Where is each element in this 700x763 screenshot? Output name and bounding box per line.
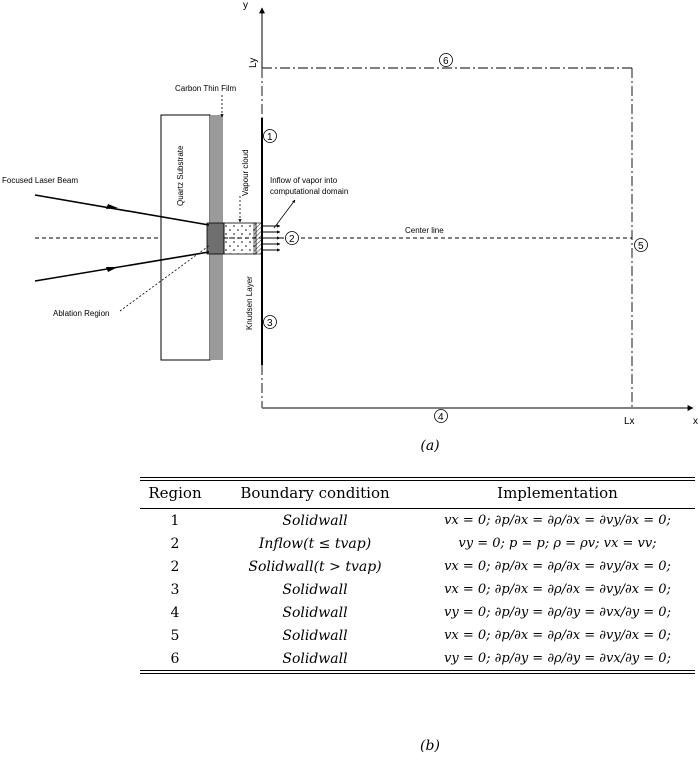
region-number: 2 [289, 234, 295, 245]
header-implementation: Implementation [420, 481, 695, 509]
region-marker-3: 3 [263, 315, 277, 329]
inflow-label-1: Inflow of vapor into [270, 176, 338, 185]
center-line-label: Center line [405, 226, 444, 235]
laser-arrow-lower [106, 267, 118, 272]
row-implementation: vy = 0; p = p; ρ = ρv; vx = vv; [458, 535, 657, 551]
ablation-pointer [119, 244, 211, 312]
row-region: 2 [170, 558, 180, 575]
row-implementation: vx = 0; ∂p/∂x = ∂ρ/∂x = ∂vy/∂x = 0; [444, 581, 671, 597]
ablation-label: Ablation Region [53, 309, 109, 318]
header-boundary-condition: Boundary condition [210, 481, 420, 509]
vapour-cloud [223, 222, 257, 255]
region-number: 6 [443, 56, 449, 67]
x-axis-label: x [693, 416, 698, 427]
row-implementation: vx = 0; ∂p/∂x = ∂ρ/∂x = ∂vy/∂x = 0; [444, 512, 671, 528]
row-condition: Inflow(t ≤ tvap) [258, 535, 372, 552]
computational-domain-diagram: y x Ly Lx Center line Quartz Substrate C… [2, 0, 698, 427]
laser-beam-lower [34, 251, 210, 282]
region-number: 3 [267, 318, 273, 329]
region-number: 4 [438, 412, 444, 423]
table-row: 4 Solidwall vy = 0; ∂p/∂y = ∂ρ/∂y = ∂vx/… [140, 601, 695, 624]
row-condition: Solidwall [282, 627, 348, 644]
vapour-cloud-label: Vapour cloud [241, 149, 250, 196]
region-marker-1: 1 [263, 129, 277, 143]
inflow-pointer [273, 199, 296, 229]
region-number: 1 [267, 132, 273, 143]
laser-arrow-upper [106, 204, 118, 209]
region-marker-2: 2 [285, 231, 299, 245]
ly-label: Ly [248, 58, 259, 68]
region-number: 5 [638, 241, 644, 252]
row-implementation: vx = 0; ∂p/∂x = ∂ρ/∂x = ∂vy/∂x = 0; [444, 558, 671, 574]
boundary-condition-table: Region Boundary condition Implementation… [140, 477, 695, 674]
caption-a: (a) [420, 438, 440, 454]
region-marker-5: 5 [634, 238, 648, 252]
table-bottom-rule [140, 670, 695, 674]
row-implementation: vy = 0; ∂p/∂y = ∂ρ/∂y = ∂vx/∂y = 0; [444, 604, 671, 620]
header-region: Region [140, 481, 210, 509]
quartz-label: Quartz Substrate [176, 145, 185, 206]
row-region: 3 [170, 581, 180, 598]
quartz-substrate [160, 114, 211, 361]
table-row: 1 Solidwall vx = 0; ∂p/∂x = ∂ρ/∂x = ∂vy/… [140, 509, 695, 533]
table-row: 5 Solidwall vx = 0; ∂p/∂x = ∂ρ/∂x = ∂vy/… [140, 624, 695, 647]
row-region: 1 [170, 512, 180, 529]
row-region: 5 [170, 627, 180, 644]
laser-label: Focused Laser Beam [2, 176, 78, 185]
row-implementation: vx = 0; ∂p/∂x = ∂ρ/∂x = ∂vy/∂x = 0; [444, 627, 671, 643]
row-implementation: vy = 0; ∂p/∂y = ∂ρ/∂y = ∂vx/∂y = 0; [444, 650, 671, 666]
y-axis-label: y [243, 0, 248, 11]
table-row: 2 Solidwall(t > tvap) vx = 0; ∂p/∂x = ∂ρ… [140, 555, 695, 578]
laser-beam-upper [34, 194, 210, 226]
region-marker-4: 4 [434, 409, 448, 423]
row-condition: Solidwall(t > tvap) [248, 558, 382, 575]
caption-b: (b) [420, 738, 440, 754]
row-condition: Solidwall [282, 604, 348, 621]
row-condition: Solidwall [282, 581, 348, 598]
row-region: 2 [170, 535, 180, 552]
region-marker-6: 6 [439, 53, 453, 67]
row-region: 4 [170, 604, 180, 621]
inflow-label-2: computational domain [270, 187, 348, 196]
ablation-region [206, 222, 225, 255]
knudsen-label: Knudsen Layer [245, 276, 254, 330]
table-top-rule [140, 477, 695, 481]
table-header-row: Region Boundary condition Implementation [140, 481, 695, 509]
table-row: 2 Inflow(t ≤ tvap) vy = 0; p = p; ρ = ρv… [140, 532, 695, 555]
row-region: 6 [170, 650, 180, 667]
table-row: 3 Solidwall vx = 0; ∂p/∂x = ∂ρ/∂x = ∂vy/… [140, 578, 695, 601]
table-row: 6 Solidwall vy = 0; ∂p/∂y = ∂ρ/∂y = ∂vx/… [140, 647, 695, 670]
knudsen-layer [253, 222, 263, 255]
carbon-film-label: Carbon Thin Film [175, 84, 237, 93]
row-condition: Solidwall [282, 650, 348, 667]
lx-label: Lx [624, 416, 635, 427]
row-condition: Solidwall [282, 512, 348, 529]
